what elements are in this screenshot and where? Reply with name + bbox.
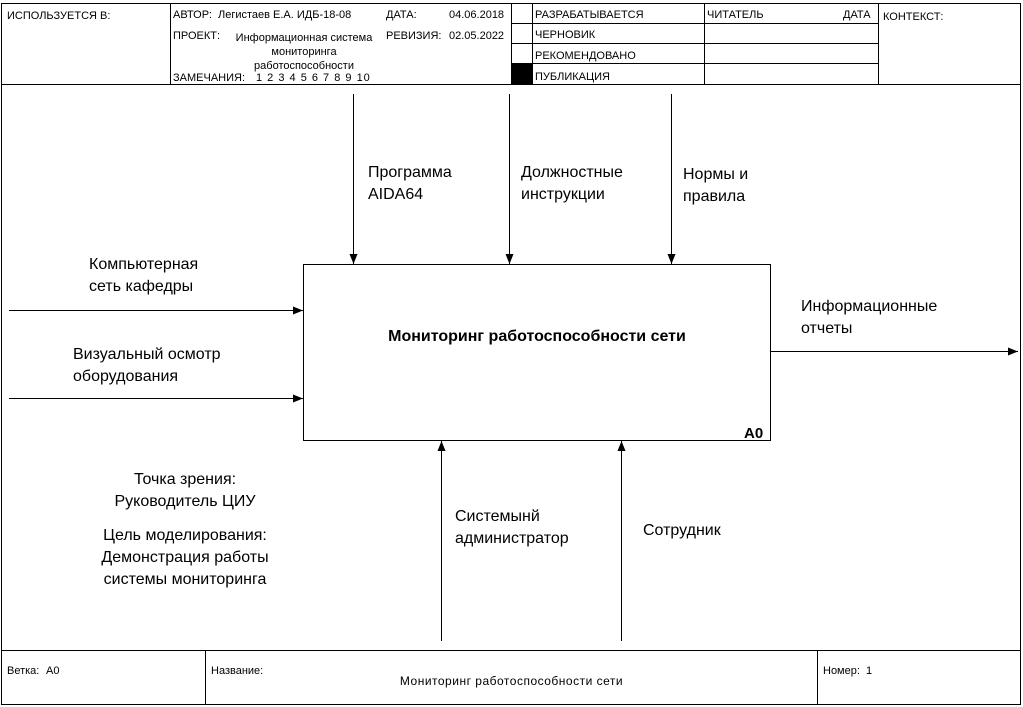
viewpoint-value: Руководитель ЦИУ: [114, 493, 256, 510]
status-publication: ПУБЛИКАЦИЯ: [535, 71, 610, 83]
activity-title: Мониторинг работоспособности сети: [388, 328, 686, 345]
publication-status-marker: [512, 64, 532, 84]
revision-value: 02.05.2022: [449, 30, 505, 42]
notes-label: ЗАМЕЧАНИЯ:: [173, 72, 245, 84]
mechanism-label-2: Сотрудник: [643, 522, 721, 539]
activity-box-border: [303, 264, 771, 441]
number-label: Номер:: [823, 665, 860, 677]
project-value: Информационная система мониторинга работ…: [235, 32, 373, 72]
purpose-line-1: Демонстрация работы: [101, 549, 269, 566]
context-label: КОНТЕКСТ:: [883, 11, 944, 23]
node-label: Ветка:: [7, 665, 40, 677]
status-in-progress: РАЗРАБАТЫВАЕТСЯ: [535, 9, 644, 21]
date-value: 04.06.2018: [449, 9, 505, 21]
title-value: Мониторинг работоспособности сети: [399, 674, 624, 688]
status-draft: ЧЕРНОВИК: [535, 29, 596, 41]
author-value: Легистаев Е.А. ИДБ-18-08: [218, 9, 352, 21]
node-value: A0: [46, 665, 60, 677]
project-label: ПРОЕКТ:: [173, 30, 221, 42]
outer-border: [1, 3, 1021, 705]
title-label: Название:: [211, 665, 264, 677]
viewpoint-block: Точка зрения: Руководитель ЦИУ Цель моде…: [60, 469, 310, 591]
activity-number: A0: [744, 425, 764, 442]
revision-label: РЕВИЗИЯ:: [386, 30, 442, 42]
used-in-label: ИСПОЛЬЗУЕТСЯ В:: [7, 10, 111, 22]
viewpoint-label: Точка зрения:: [133, 471, 237, 488]
purpose-label: Цель моделирования:: [103, 527, 267, 544]
author-label: АВТОР:: [173, 9, 212, 21]
status-recommended: РЕКОМЕНДОВАНО: [535, 50, 636, 62]
notes-value: 1 2 3 4 5 6 7 8 9 10: [256, 72, 371, 84]
purpose-line-2: системы мониторинга: [103, 571, 267, 588]
reader-label: ЧИТАТЕЛЬ: [707, 9, 764, 21]
reader-date-label: ДАТА: [843, 9, 871, 21]
number-value: 1: [866, 665, 873, 677]
date-label: ДАТА:: [386, 9, 417, 21]
